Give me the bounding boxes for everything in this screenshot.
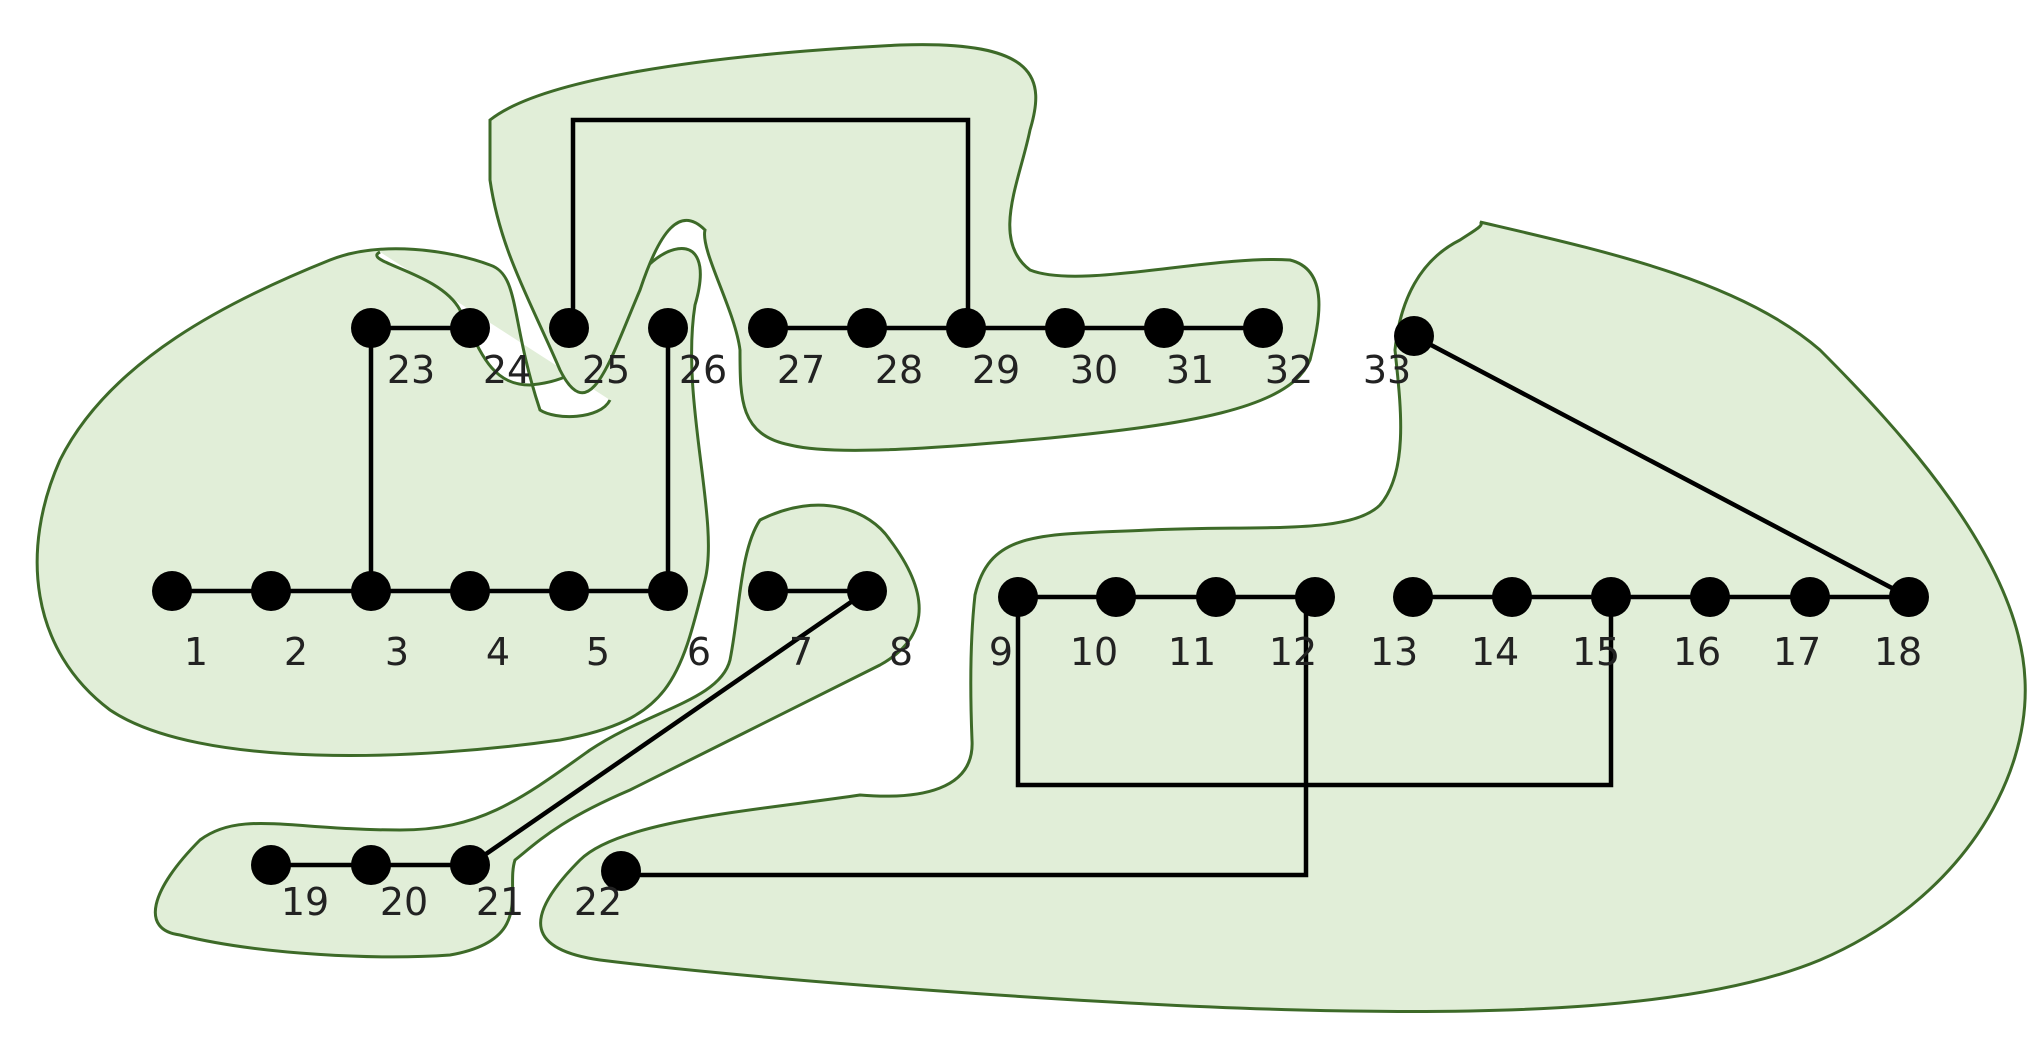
node-26 (648, 308, 688, 348)
node-label-14: 14 (1471, 630, 1519, 674)
node-label-5: 5 (586, 630, 610, 674)
node-label-32: 32 (1265, 348, 1313, 392)
node-21 (450, 845, 490, 885)
nodes (152, 308, 1929, 891)
node-label-10: 10 (1070, 630, 1118, 674)
node-31 (1144, 308, 1184, 348)
node-label-21: 21 (476, 880, 524, 924)
node-25 (549, 308, 589, 348)
group-region-3 (153, 503, 921, 959)
node-label-20: 20 (380, 880, 428, 924)
node-label-12: 12 (1269, 630, 1317, 674)
node-label-24: 24 (483, 348, 531, 392)
edge-33-18 (1412, 334, 1911, 599)
node-label-6: 6 (687, 630, 711, 674)
node-label-29: 29 (972, 348, 1020, 392)
node-27 (748, 308, 788, 348)
node-2 (251, 571, 291, 611)
node-22 (601, 851, 641, 891)
node-label-15: 15 (1572, 630, 1620, 674)
node-label-13: 13 (1370, 630, 1418, 674)
node-32 (1243, 308, 1283, 348)
node-11 (1196, 577, 1236, 617)
node-30 (1045, 308, 1085, 348)
regions (35, 43, 2027, 1014)
node-label-18: 18 (1874, 630, 1922, 674)
node-4 (450, 571, 490, 611)
node-5 (549, 571, 589, 611)
node-label-17: 17 (1773, 630, 1821, 674)
group-region-2 (488, 43, 1321, 452)
node-15 (1591, 577, 1631, 617)
node-label-4: 4 (486, 630, 510, 674)
node-19 (251, 845, 291, 885)
node-9 (998, 577, 1038, 617)
node-12 (1295, 577, 1335, 617)
node-10 (1096, 577, 1136, 617)
node-label-28: 28 (875, 348, 923, 392)
group-region-4 (539, 220, 2027, 1014)
node-label-1: 1 (184, 630, 208, 674)
node-label-9: 9 (989, 630, 1013, 674)
node-6 (648, 571, 688, 611)
node-23 (351, 308, 391, 348)
node-29 (946, 308, 986, 348)
node-label-2: 2 (284, 630, 308, 674)
edge-9-15 (1015, 597, 1614, 788)
node-28 (847, 308, 887, 348)
node-label-30: 30 (1070, 348, 1118, 392)
node-13 (1393, 577, 1433, 617)
node-24 (450, 308, 490, 348)
node-label-22: 22 (574, 880, 622, 924)
node-label-19: 19 (281, 880, 329, 924)
node-7 (748, 571, 788, 611)
node-label-3: 3 (385, 630, 409, 674)
node-8 (847, 571, 887, 611)
node-label-27: 27 (777, 348, 825, 392)
node-20 (351, 845, 391, 885)
edge-8-21 (468, 589, 869, 867)
node-label-16: 16 (1673, 630, 1721, 674)
node-label-11: 11 (1168, 630, 1216, 674)
node-16 (1690, 577, 1730, 617)
node-1 (152, 571, 192, 611)
node-17 (1790, 577, 1830, 617)
node-label-26: 26 (679, 348, 727, 392)
edge-12-22 (621, 597, 1309, 878)
node-label-33: 33 (1363, 348, 1411, 392)
node-14 (1492, 577, 1532, 617)
node-3 (351, 571, 391, 611)
node-label-7: 7 (789, 630, 813, 674)
node-label-8: 8 (889, 630, 913, 674)
node-label-25: 25 (582, 348, 630, 392)
node-33 (1394, 316, 1434, 356)
node-label-31: 31 (1166, 348, 1214, 392)
edge-25-29 (570, 117, 971, 328)
node-label-23: 23 (387, 348, 435, 392)
node-18 (1889, 577, 1929, 617)
